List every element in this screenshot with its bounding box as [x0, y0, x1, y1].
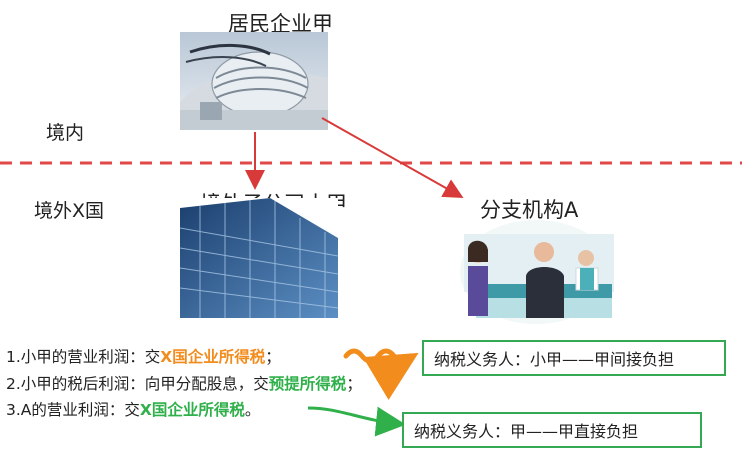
foreign-label: 境外X国: [34, 200, 105, 222]
direct-burden-box: 纳税义务人：甲——甲直接负担: [402, 412, 702, 448]
orange-wave-arrow: [343, 348, 419, 401]
service-counter-image: [456, 214, 614, 326]
building-image: [180, 32, 328, 130]
branch-title: 分支机构A: [480, 198, 579, 222]
note-3-highlight: X国企业所得税: [139, 401, 245, 419]
indirect-burden-box: 纳税义务人：小甲——甲间接负担: [422, 340, 726, 376]
arrow-to-branch: [321, 117, 464, 198]
note-2-highlight: 预提所得税: [268, 375, 347, 393]
green-arrow: [307, 406, 406, 437]
note-3: 3.A的营业利润：交X国企业所得税。: [6, 401, 261, 419]
note-1: 1.小甲的营业利润：交X国企业所得税；: [6, 348, 281, 366]
note-1-highlight: X国企业所得税: [160, 348, 266, 366]
note-2: 2.小甲的税后利润：向甲分配股息，交预提所得税；: [6, 375, 362, 393]
glass-building-image: [180, 198, 338, 318]
domestic-label: 境内: [46, 122, 85, 144]
